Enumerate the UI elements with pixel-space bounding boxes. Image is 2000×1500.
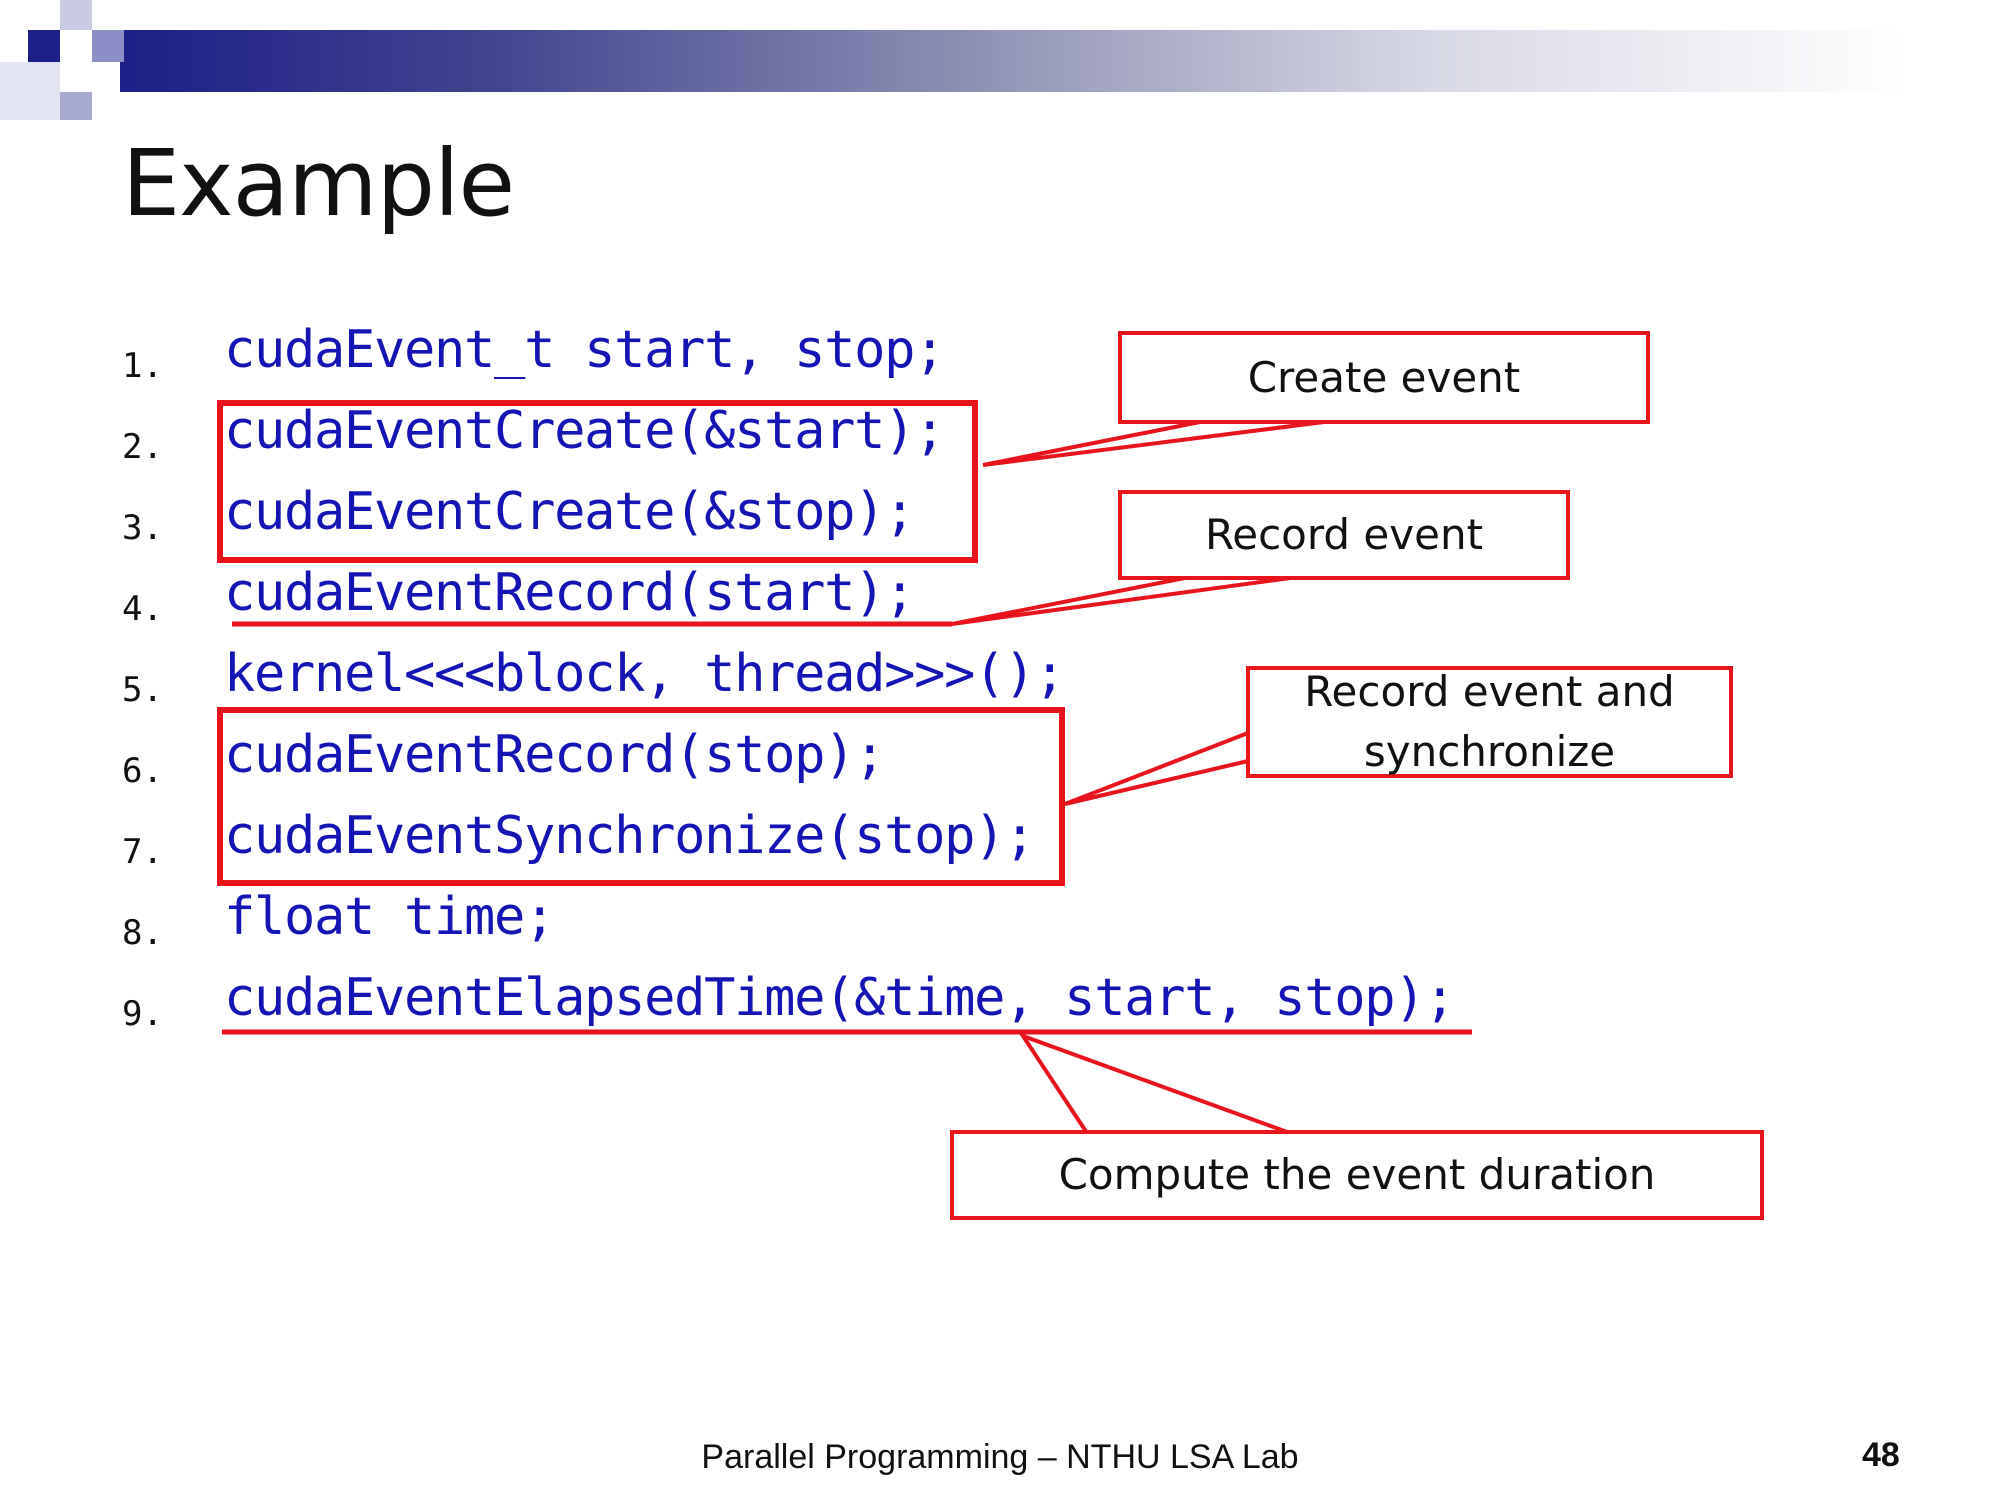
code-text: cudaEventRecord(stop); bbox=[224, 725, 885, 785]
page-number: 48 bbox=[1862, 1436, 1900, 1474]
line-number: 5. bbox=[122, 670, 163, 710]
callout-compute-duration-text: Compute the event duration bbox=[1058, 1150, 1656, 1199]
header-square-dark bbox=[28, 30, 60, 62]
code-text: cudaEventCreate(&start); bbox=[224, 401, 945, 461]
callout-create-event: Create event bbox=[1118, 331, 1650, 424]
callout-record-sync-text-1: Record event and bbox=[1304, 667, 1675, 716]
line-number: 2. bbox=[122, 427, 163, 467]
callout-pointer-create bbox=[982, 418, 1341, 467]
line-number: 1. bbox=[122, 346, 163, 386]
line-number: 6. bbox=[122, 751, 163, 791]
code-text: cudaEventRecord(start); bbox=[224, 563, 915, 623]
highlight-box-create bbox=[217, 400, 978, 563]
callout-record-event: Record event bbox=[1118, 490, 1570, 580]
header-square-lower bbox=[60, 92, 92, 120]
slide-title: Example bbox=[122, 130, 515, 237]
slide-footer: Parallel Programming – NTHU LSA Lab bbox=[701, 1438, 1299, 1476]
header-square-light bbox=[60, 0, 92, 30]
header-square-pale bbox=[0, 62, 60, 120]
line-number: 4. bbox=[122, 589, 163, 629]
header-square-mid bbox=[92, 30, 124, 62]
callout-record-event-text: Record event bbox=[1204, 510, 1484, 559]
callout-pointer-duration bbox=[1018, 1032, 1291, 1135]
line-number: 8. bbox=[122, 913, 163, 953]
code-text: float time; bbox=[224, 887, 555, 947]
line-number: 7. bbox=[122, 832, 163, 872]
header-gradient-bar bbox=[120, 30, 2000, 92]
code-text: cudaEvent_t start, stop; bbox=[224, 320, 945, 380]
callout-pointer-record bbox=[951, 574, 1306, 626]
code-text: kernel<<<block, thread>>>(); bbox=[224, 644, 1065, 704]
callout-pointer-sync bbox=[1064, 730, 1250, 806]
line-number: 9. bbox=[122, 994, 163, 1034]
highlight-box-record-sync bbox=[217, 707, 1065, 886]
callout-compute-duration: Compute the event duration bbox=[950, 1130, 1764, 1220]
code-text: cudaEventSynchronize(stop); bbox=[224, 806, 1035, 866]
code-text: cudaEventCreate(&stop); bbox=[224, 482, 915, 542]
callout-record-sync: Record event and synchronize bbox=[1246, 666, 1733, 778]
callout-create-event-text: Create event bbox=[1247, 352, 1521, 402]
line-number: 3. bbox=[122, 508, 163, 548]
code-text: cudaEventElapsedTime(&time, start, stop)… bbox=[224, 968, 1456, 1028]
callout-record-sync-text-2: synchronize bbox=[1363, 727, 1616, 776]
